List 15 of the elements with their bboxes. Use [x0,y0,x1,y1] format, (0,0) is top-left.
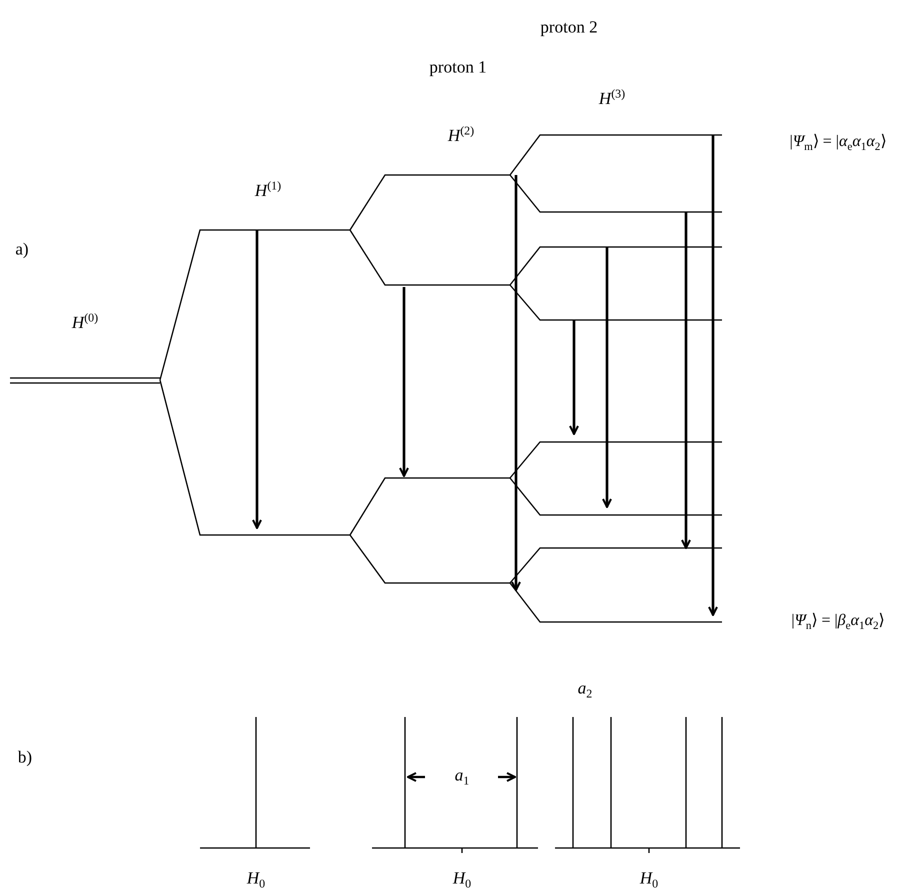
panel-label: a) [15,240,29,260]
axis-label: H$_{0}$ [452,869,472,891]
axis-label: H$_{0}$ [640,869,658,891]
hamiltonian-label: H$^{(0)}$ [72,311,98,333]
axis-label: H$_{0}$ [246,869,266,891]
text-label: proton 1 [429,58,487,78]
state-label: |Ψ$_{n}$⟩ = |β$_{e}$α$_{1}$α$_{2}$⟩ [791,612,885,632]
hamiltonian-label: H$^{(1)}$ [254,179,282,201]
text-label: proton 2 [540,18,598,38]
hamiltonian-label: H$^{(2)}$ [448,124,474,146]
coupling-label: a$_{1}$ [454,766,470,788]
coupling-label: a$_{2}$ [578,679,592,701]
panel-label: b) [18,748,32,768]
state-label: |Ψ$_{m}$⟩ = |α$_{e}$α$_{1}$α$_{2}$⟩ [790,132,886,154]
hamiltonian-label: H$^{(3)}$ [598,87,626,109]
